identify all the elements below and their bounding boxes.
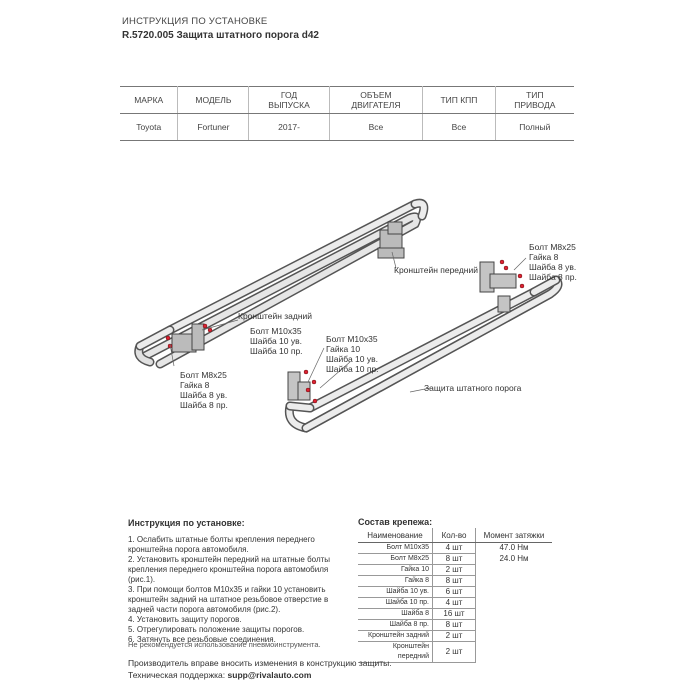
fastener-qty: 2 шт [432,630,476,642]
label-bolts-left: Болт М8х25 Гайка 8 Шайба 8 ув. Шайба 8 п… [180,370,228,410]
fastener-name: Шайба 8 [358,608,433,620]
instructions-list: 1. Ослабить штатные болты крепления пере… [128,535,340,645]
fastener-torque [476,620,553,631]
fastener-torque [476,598,553,609]
document-subtitle: R.5720.005 Защита штатного порога d42 [122,30,319,41]
support-email[interactable]: supp@rivalauto.com [227,670,312,680]
spec-cell-gearbox: Все [422,113,496,141]
fastener-qty: 4 шт [432,542,476,554]
instructions-title: Инструкция по установке: [128,518,245,528]
label-bolts-mid2: Болт М10х35 Гайка 10 Шайба 10 ув. Шайба … [326,334,379,374]
fastener-qty: 8 шт [432,619,476,631]
spec-header-cell: МОДЕЛЬ [177,86,250,114]
fastener-torque [476,576,553,587]
spec-header-cell: ТИП КПП [422,86,496,114]
pneumatic-note: Не рекомендуется использование пневмоинс… [128,640,321,649]
fastener-name: Шайба 10 пр. [358,597,433,609]
front-threshold-tube [284,275,563,433]
label-bolts-mid: Болт М10х35 Шайба 10 ув. Шайба 10 пр. [250,326,303,356]
table-row: Шайба 10 ув.6 шт [358,586,553,598]
fastener-torque [476,642,553,663]
fastener-torque [476,565,553,576]
support-label: Техническая поддержка: [128,670,226,680]
fastener-torque [476,587,553,598]
spec-cell-model: Fortuner [177,113,250,141]
fastener-name: Кронштейн задний [358,630,433,642]
spec-header-cell: ТИП ПРИВОДА [495,86,574,114]
fastener-qty: 16 шт [432,608,476,620]
instruction-step: 5. Отрегулировать положение защиты порог… [128,625,305,634]
spec-cell-year: 2017- [248,113,330,141]
spec-header-row: МАРКА МОДЕЛЬ ГОД ВЫПУСКА ОБЪЕМ ДВИГАТЕЛЯ… [120,86,574,114]
label-threshold: Защита штатного порога [424,383,522,393]
fastener-name: Гайка 8 [358,575,433,587]
spec-data-row: Toyota Fortuner 2017- Все Все Полный [120,113,574,141]
spec-cell-drive: Полный [495,113,574,141]
fastener-qty: 6 шт [432,586,476,598]
spec-cell-engine: Все [329,113,424,141]
label-bolts-right: Болт М8х25 Гайка 8 Шайба 8 ув. Шайба 8 п… [529,242,577,282]
label-rear-bracket: Кронштейн задний [238,311,313,321]
fastener-name: Болт М10х35 [358,542,433,554]
spec-header-cell: ОБЪЕМ ДВИГАТЕЛЯ [329,86,424,114]
fastener-torque [476,609,553,620]
table-row: Шайба 10 пр.4 шт [358,597,553,609]
spec-header-cell: ГОД ВЫПУСКА [248,86,330,114]
fasteners-title: Состав крепежа: [358,517,433,527]
front-bracket-graphic [377,221,405,259]
document-title: ИНСТРУКЦИЯ ПО УСТАНОВКЕ [122,16,268,27]
fasteners-header-cell: Кол-во [432,528,476,543]
installation-drawing [134,198,563,433]
footer-support: Техническая поддержка: supp@rivalauto.co… [128,670,311,680]
footer-disclaimer: Производитель вправе вносить изменения в… [128,658,392,668]
instruction-step: 1. Ослабить штатные болты крепления пере… [128,535,315,554]
instruction-step: 6. Затянуть все резьбовые соединения. [128,635,276,644]
fastener-name: Шайба 10 ув. [358,586,433,598]
rear-bracket-graphic [171,323,205,353]
instruction-step: 2. Установить кронштейн передний на штат… [128,555,331,584]
fastener-name: Шайба 8 пр. [358,619,433,631]
fastener-qty: 8 шт [432,575,476,587]
fastener-name: Кронштейн передний [358,641,433,663]
spec-cell-brand: Toyota [120,113,179,141]
fastener-qty: 8 шт [432,553,476,565]
label-front-bracket: Кронштейн передний [394,265,478,275]
fastener-torque: 24.0 Нм [499,554,529,563]
fastener-qty: 2 шт [432,564,476,576]
fasteners-table: Наименование Кол-во Момент затяжки Болт … [358,528,552,663]
spec-header-cell: МАРКА [120,86,179,114]
fasteners-header-cell: Момент затяжки [475,528,552,543]
instruction-step: 4. Установить защиту порогов. [128,615,242,624]
fastener-qty: 2 шт [432,641,476,663]
fasteners-header-cell: Наименование [358,528,433,543]
fastener-torque [476,631,553,642]
fastener-name: Гайка 10 [358,564,433,576]
fastener-qty: 4 шт [432,597,476,609]
instruction-step: 3. При помощи болтов М10х35 и гайки 10 у… [128,585,329,614]
fastener-torque: 47.0 Нм [499,543,529,553]
fasteners-header-row: Наименование Кол-во Момент затяжки [358,528,552,543]
fastener-name: Болт М8х25 [358,553,433,565]
table-row: Шайба 8 пр.8 шт [358,619,553,631]
rear-threshold-tube [134,198,429,369]
vehicle-spec-table: МАРКА МОДЕЛЬ ГОД ВЫПУСКА ОБЪЕМ ДВИГАТЕЛЯ… [120,86,574,141]
